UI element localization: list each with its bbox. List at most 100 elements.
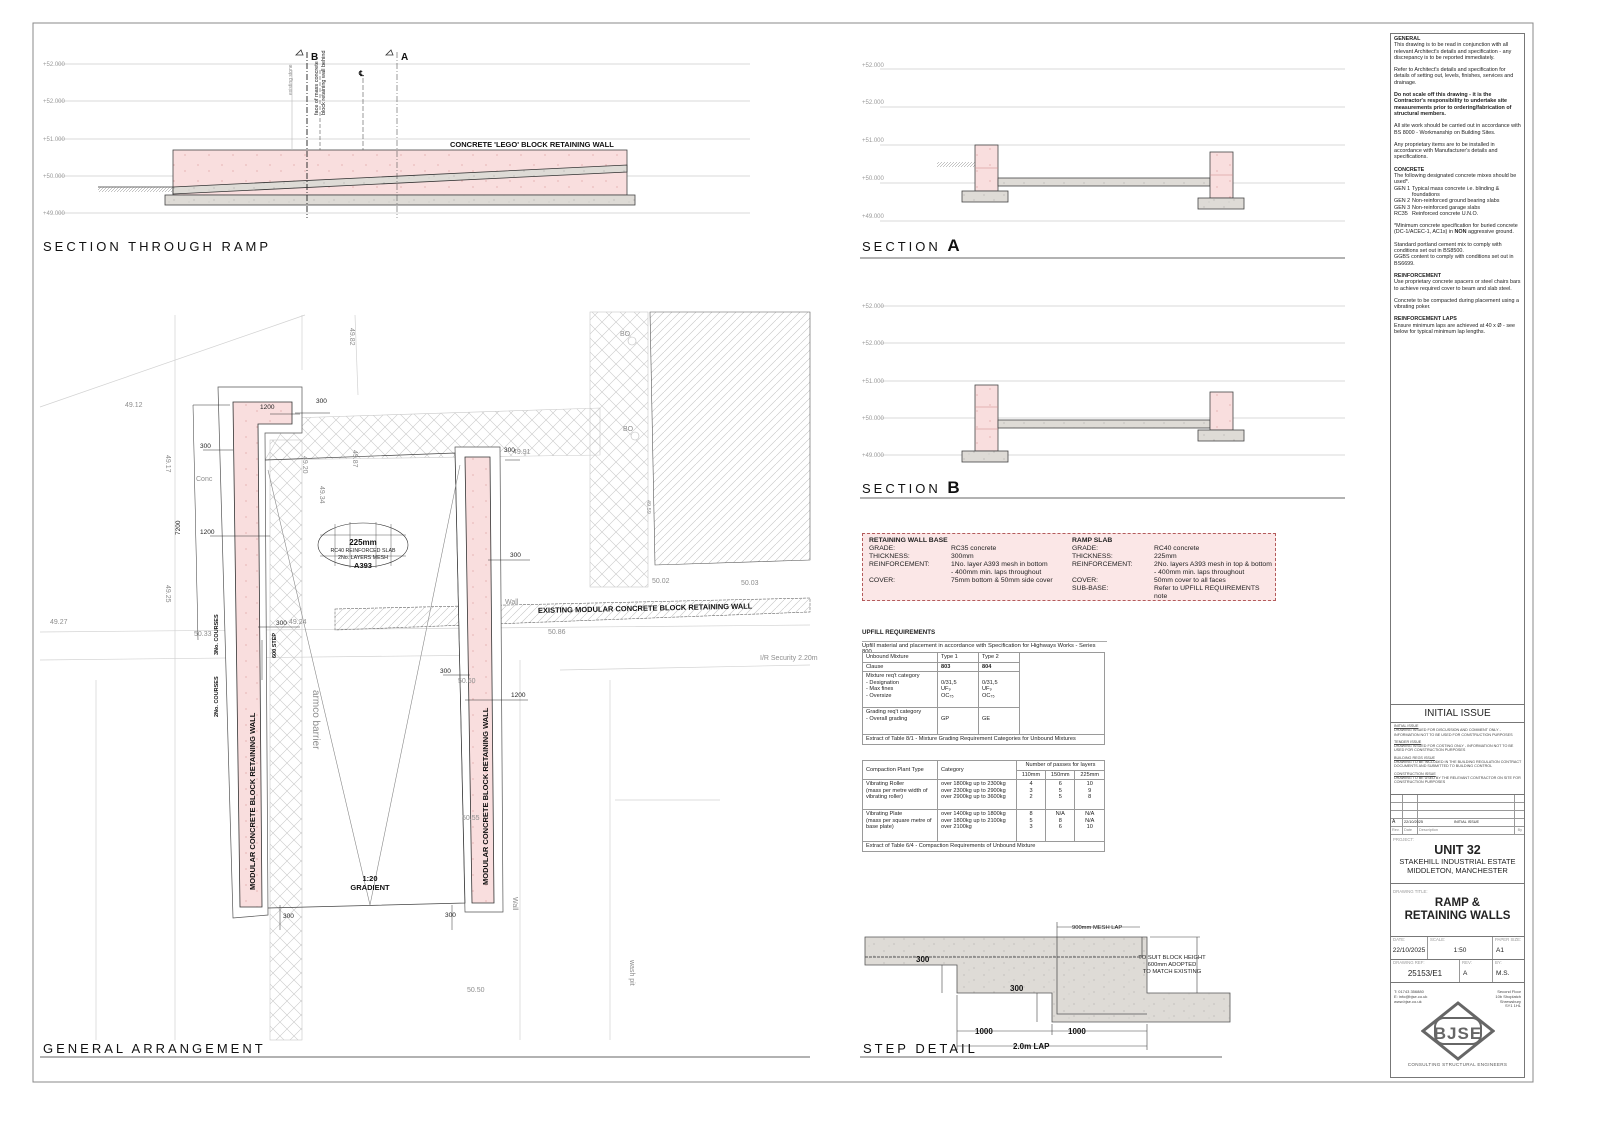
drawing-ref-row: DRAWING REF:25153/E1 REV:A BY:M.S. <box>1391 960 1524 983</box>
note: Concrete to be compacted during placemen… <box>1394 297 1519 311</box>
block-height-note: TO SUIT BLOCK HEIGHT <box>1138 955 1206 961</box>
concrete-spec-box: RETAINING WALL BASE GRADE:RC35 concrete … <box>862 533 1276 601</box>
dimension: 300 <box>445 912 456 919</box>
security-note: I/R Security 2.20m <box>760 655 818 662</box>
by-value: M.S. <box>1496 970 1510 977</box>
mix-code: RC35 <box>1394 210 1408 217</box>
face-note-2: block retaining wall behind <box>321 50 327 115</box>
level-label: +52.000 <box>862 304 885 310</box>
table-cell: 0/31,5 UF₉ OC₇₅ <box>937 671 979 709</box>
spot-level: 50.02 <box>652 578 670 585</box>
mix-code: GEN 2 <box>1394 198 1411 205</box>
revision-date: 22/10/2025 <box>1404 819 1424 826</box>
slab-thickness: 225mm <box>349 538 377 547</box>
spot-level: 49.34 <box>318 486 325 504</box>
step-detail-title: STEP DETAIL <box>863 1041 978 1056</box>
spec-key: GRADE: <box>1072 545 1099 552</box>
spec-key: COVER: <box>1072 577 1099 584</box>
spot-level: 49.20 <box>301 456 308 474</box>
gradient-ratio: 1:20 <box>362 874 377 883</box>
spot-level: 50.50 <box>467 987 485 994</box>
wall-label-left: MODULAR CONCRETE BLOCK RETAINING WALL <box>248 712 257 890</box>
existing-stone-note: existing stone <box>288 64 294 95</box>
section-a-title: SECTION A <box>862 236 963 255</box>
level-label: +52.000 <box>43 62 66 68</box>
table-cell: 8 5 3 <box>1015 809 1047 843</box>
dimension-lines <box>192 404 530 930</box>
dimension: 300 <box>316 398 327 405</box>
table-cell: over 1400kg up to 1800kg over 1800kg up … <box>937 809 1017 843</box>
centreline-symbol: ℄ <box>358 69 365 78</box>
retaining-wall-right <box>1209 391 1234 431</box>
level-label: +51.000 <box>862 138 885 144</box>
revision-desc: INITIAL ISSUE <box>1418 819 1515 826</box>
note: *Minimum concrete specification for buri… <box>1394 223 1518 236</box>
dimension: 1200 <box>511 692 526 699</box>
armco-barrier-note: armco barrier <box>310 690 321 750</box>
spot-level: 49.59 <box>645 500 651 514</box>
note: Ensure minimum laps are achieved at 40 x… <box>1394 322 1516 335</box>
table-cell: GE <box>978 707 1020 736</box>
mix-desc: Typical mass concrete i.e. blinding & fo… <box>1412 185 1500 198</box>
wall-footing-right <box>1197 197 1245 210</box>
project-address: STAKEHILL INDUSTRIAL ESTATE <box>1399 857 1516 866</box>
spot-level: 50.60 <box>458 678 476 685</box>
project-address: MIDDLETON, MANCHESTER <box>1407 866 1508 875</box>
table-header: Type 2 <box>978 652 1020 663</box>
spot-level: 50.86 <box>548 629 566 636</box>
note: Any proprietary items are to be installe… <box>1394 141 1498 161</box>
table-cell: 10 9 8 <box>1074 779 1105 811</box>
level-label: +50.000 <box>862 176 885 182</box>
table-cell: 803 <box>937 661 979 673</box>
slab-mesh-callout: 225mm RC40 REINFORCED SLAB 2No. LAYERS M… <box>317 522 409 570</box>
step-slab <box>864 936 1231 1023</box>
table-cell: N/A N/A 10 <box>1074 809 1105 843</box>
notes-heading: REINFORCEMENT <box>1394 272 1442 279</box>
section-arrow-b <box>295 49 304 56</box>
table-cell: Clause <box>862 661 938 673</box>
level-label: +49.000 <box>43 211 66 217</box>
note: GGBS content to comply with conditions s… <box>1394 254 1514 267</box>
spot-level: 50.03 <box>741 580 759 587</box>
wall-footing-left <box>961 450 1009 463</box>
section-marker-b: B <box>311 52 318 63</box>
wall-note: Wall <box>505 599 519 606</box>
ramp-slab <box>997 177 1211 187</box>
courses-3-label: 3No. COURSES <box>214 614 220 655</box>
section-b: +52.000 +52.000 +51.000 +50.000 +49.000 … <box>860 304 1345 499</box>
slab-mesh-type: A393 <box>354 561 372 570</box>
notes-heading: CONCRETE <box>1394 166 1425 173</box>
mix-code: GEN 1 <box>1394 185 1411 192</box>
table-cell: Mixture req't category - Designation - M… <box>862 671 938 709</box>
block-height-note: 600mm ADOPTED <box>1148 962 1197 968</box>
spec-value: 300mm <box>951 553 974 560</box>
spec-value: - 400mm min. laps throughout <box>951 569 1042 576</box>
dimension: 300 <box>200 443 211 450</box>
courses-2-label: 2No. COURSES <box>214 676 220 717</box>
dimension: 300 <box>283 913 294 920</box>
ramp-outline <box>264 452 466 909</box>
rev-value: A <box>1463 970 1468 977</box>
level-label: +51.000 <box>43 137 66 143</box>
spot-level: 49.82 <box>348 328 355 346</box>
face-note-1: face of mass concrete <box>314 61 320 115</box>
general-notes: GENERAL This drawing is to be read in co… <box>1394 36 1522 335</box>
note: Standard portland cement mix to comply w… <box>1394 241 1502 255</box>
upfill-title: UPFILL REQUIREMENTS <box>862 629 936 636</box>
length-2: 1000 <box>1068 1027 1086 1036</box>
spec-value: 1No. layer A393 mesh in bottom <box>951 561 1048 568</box>
table-cell: Vibrating Plate (mass per square metre o… <box>862 809 938 843</box>
spec-value: Refer to UPFILL REQUIREMENTS note <box>1154 585 1260 600</box>
sheet-border <box>32 22 1534 1083</box>
drawing-title-block: DRAWING TITLE: RAMP & RETAINING WALLS <box>1391 884 1524 937</box>
ground-hatch <box>98 187 173 192</box>
level-label: +52.000 <box>43 99 66 105</box>
table-header: Category <box>937 759 1017 781</box>
spec-key <box>1072 569 1154 577</box>
table-header: 150mm <box>1045 769 1076 781</box>
